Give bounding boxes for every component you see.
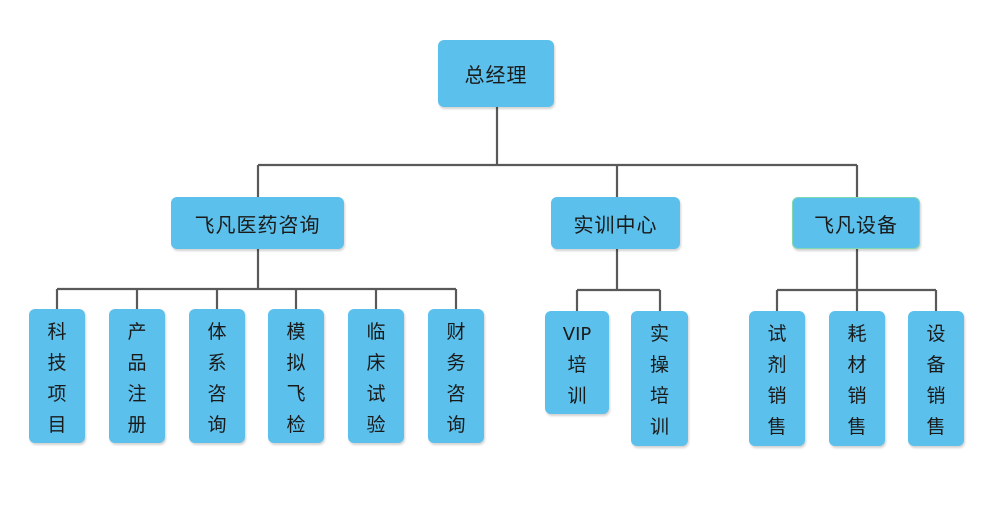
division-label: 飞凡医药咨询: [194, 212, 321, 237]
leaf-node-label-line: VIP: [562, 324, 592, 345]
division-node-training-center: 实训中心: [551, 197, 680, 249]
leaf-node-consumables-sales: 耗材销售: [829, 311, 885, 446]
leaf-node-char: 试: [366, 383, 386, 405]
leaf-node-char: 材: [847, 354, 867, 376]
leaf-node-char: 销: [847, 385, 867, 407]
root-node-general-manager: 总经理: [438, 40, 554, 107]
leaf-node-label: 临床试验: [366, 317, 385, 441]
leaf-node-char: 项: [47, 383, 67, 405]
leaf-node-label: 模拟飞检: [286, 317, 305, 441]
leaf-node-char: 目: [47, 414, 67, 436]
leaf-node-clinical-trials: 临床试验: [348, 309, 404, 443]
leaf-node-char: 设: [926, 323, 946, 345]
leaf-node-char: 询: [446, 414, 466, 436]
leaf-node-char: 销: [926, 385, 946, 407]
leaf-node-char: 科: [47, 321, 67, 343]
leaf-node-char: 系: [207, 352, 227, 374]
leaf-node-product-registration: 产品注册: [109, 309, 165, 443]
leaf-node-label: 试剂销售: [767, 319, 786, 443]
leaf-node-label: 耗材销售: [847, 319, 866, 443]
division-node-pharma-consulting: 飞凡医药咨询: [171, 197, 344, 249]
leaf-node-vip-training: VIP 培 训: [545, 311, 609, 414]
division-label: 实训中心: [573, 212, 658, 237]
leaf-node-char: 注: [127, 383, 147, 405]
leaf-node-char: 备: [926, 354, 946, 376]
leaf-node-char: 产: [127, 321, 147, 343]
leaf-node-char: 咨: [207, 383, 227, 405]
leaf-node-equipment-sales: 设备销售: [908, 311, 964, 446]
leaf-node-system-consulting: 体系咨询: [189, 309, 245, 443]
leaf-node-char: 验: [366, 414, 386, 436]
division-label: 飞凡设备: [814, 212, 898, 237]
leaf-node-char: 模: [286, 321, 306, 343]
leaf-node-char: 售: [767, 416, 787, 438]
leaf-node-char: 销: [767, 385, 787, 407]
leaf-node-char: 试: [767, 323, 787, 345]
leaf-node-tech-projects: 科技项目: [29, 309, 85, 443]
leaf-node-label-line: 实: [649, 323, 669, 345]
leaf-node-char: 剂: [767, 354, 787, 376]
leaf-node-label-line: 培: [567, 354, 587, 376]
root-node-label: 总经理: [464, 63, 528, 87]
leaf-node-practical-training: 实 操 培 训: [631, 311, 688, 446]
leaf-node-char: 技: [47, 352, 67, 374]
leaf-node-char: 务: [446, 352, 466, 374]
leaf-node-label: 体系咨询: [207, 317, 226, 441]
leaf-node-char: 售: [847, 416, 867, 438]
leaf-node-char: 品: [127, 352, 147, 374]
leaf-node-char: 检: [286, 414, 306, 436]
leaf-node-label: 科技项目: [47, 317, 66, 441]
leaf-node-char: 售: [926, 416, 946, 438]
leaf-node-label-line: 训: [649, 416, 669, 438]
leaf-node-char: 体: [207, 321, 227, 343]
leaf-node-char: 临: [366, 321, 386, 343]
leaf-node-reagent-sales: 试剂销售: [749, 311, 805, 446]
leaf-node-char: 床: [366, 352, 386, 374]
leaf-node-char: 咨: [446, 383, 466, 405]
leaf-node-label: 财务咨询: [446, 317, 465, 441]
leaf-node-char: 财: [446, 321, 466, 343]
leaf-node-label-line: 训: [567, 385, 587, 407]
leaf-node-label: 设备销售: [926, 319, 945, 443]
leaf-node-char: 耗: [847, 323, 867, 345]
leaf-node-finance-consulting: 财务咨询: [428, 309, 484, 443]
leaf-node-label-line: 操: [649, 354, 669, 376]
leaf-node-char: 拟: [286, 352, 306, 374]
leaf-node-char: 飞: [286, 383, 306, 405]
leaf-node-char: 询: [207, 414, 227, 436]
leaf-node-label-line: 培: [649, 385, 669, 407]
leaf-node-mock-inspection: 模拟飞检: [268, 309, 324, 443]
leaf-node-char: 册: [127, 414, 147, 436]
leaf-node-label: 产品注册: [127, 317, 146, 441]
division-node-equipment: 飞凡设备: [792, 197, 920, 249]
